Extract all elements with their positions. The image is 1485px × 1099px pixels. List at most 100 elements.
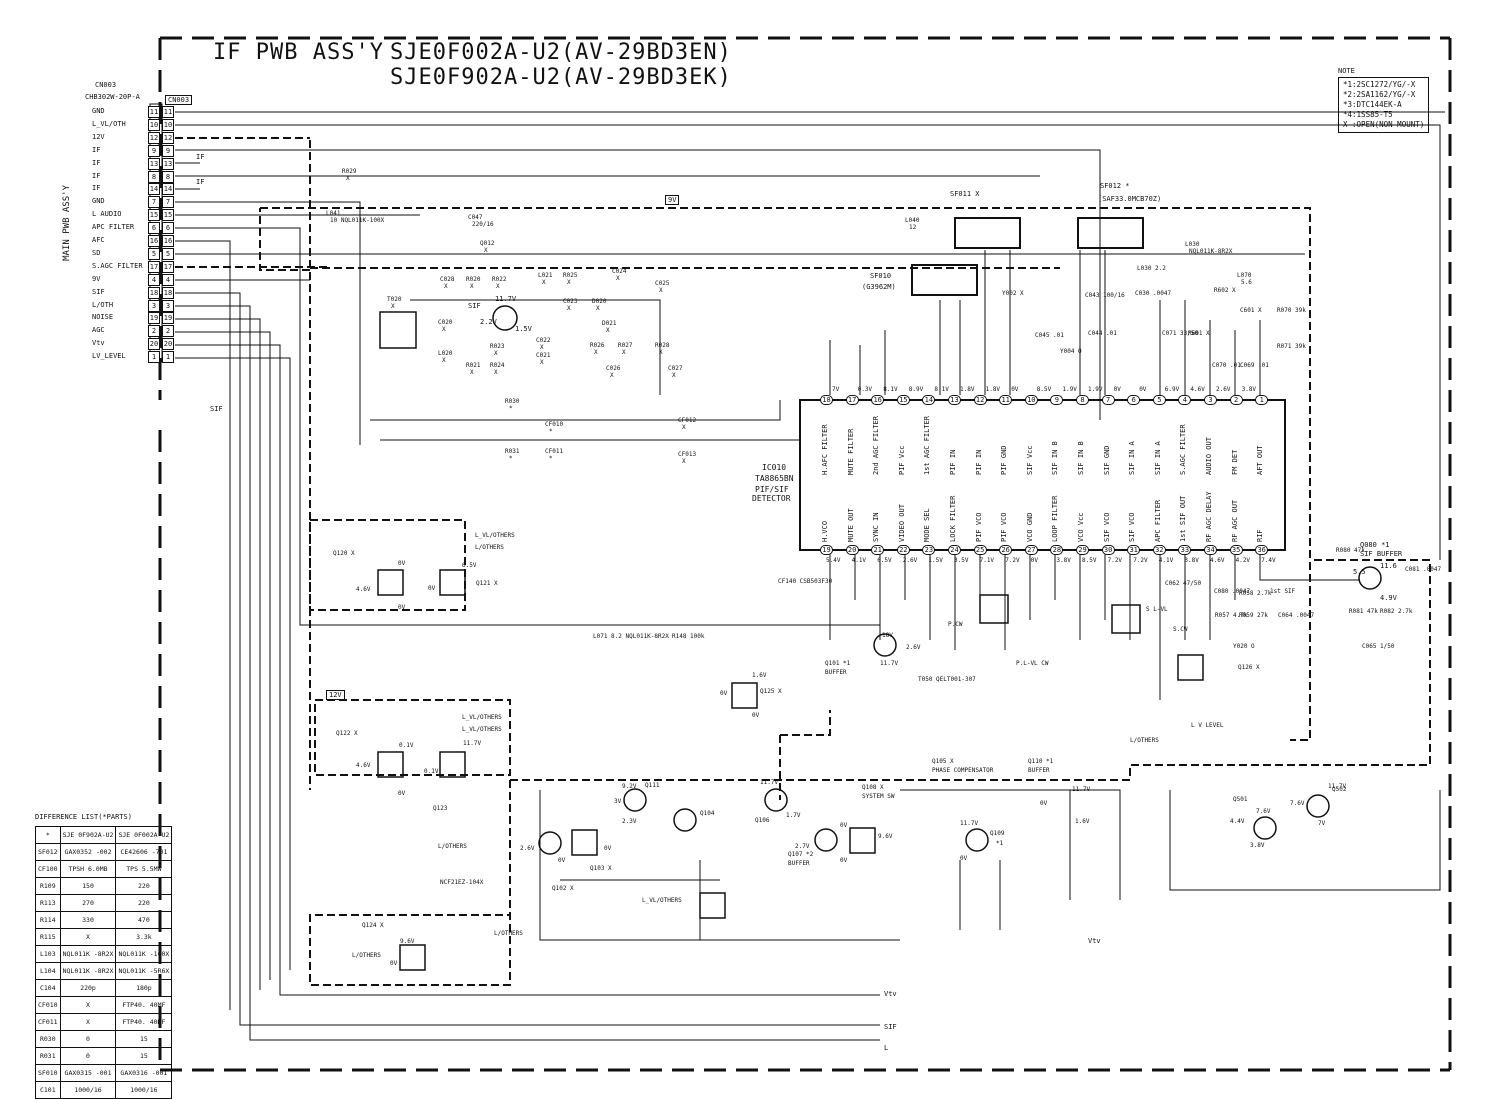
lower-label: Q124 X — [362, 922, 384, 929]
ic-pin-number: 16 — [871, 395, 885, 405]
right-part: C080 .0047 — [1214, 588, 1251, 595]
component-value: X — [484, 247, 488, 254]
connector-pin-local: 3 — [162, 299, 174, 312]
ic-pin-name: S.AGC FILTER — [1179, 424, 1188, 475]
ic-pin-voltage: 1.8V — [960, 386, 975, 393]
component-ref: L020 — [438, 350, 453, 357]
ic-pin-voltage: 3.8V — [1184, 557, 1199, 564]
ic-pin-voltage: 8.1V — [934, 386, 949, 393]
ic-pin-name: SIF IN A — [1128, 441, 1137, 475]
connector-pin: 19 — [148, 312, 160, 325]
title-line1: SJE0F002A-U2(AV-29BD3EN) — [390, 40, 732, 65]
ic-pin-voltage: 5.4V — [826, 557, 841, 564]
component-value: * — [549, 428, 553, 435]
connector-signal: L AUDIO — [92, 210, 122, 219]
ic-pin-name: AUDIO OUT — [1205, 437, 1213, 475]
component-ref: R026 — [590, 342, 605, 349]
lower-label: S L-VL — [1146, 606, 1168, 613]
diff-cell: NQL011K -8R2X — [59, 962, 117, 980]
ic-pin-voltage: 0V — [1139, 386, 1147, 393]
lower-label: Q102 X — [552, 885, 574, 892]
diff-cell: X — [59, 928, 117, 946]
ic-pin-voltage: 7.2V — [1005, 557, 1020, 564]
right-part: 1st SIF — [1270, 588, 1296, 595]
ic-pin-voltage: 8.9V — [908, 386, 924, 393]
diff-cell: 3.3k — [115, 928, 173, 946]
connector-signal: SIF — [92, 287, 105, 296]
voltage-reading: 3.8V — [1250, 842, 1265, 849]
right-part: C070 .01 — [1212, 362, 1241, 369]
note-item: *1:2SC1272/YG/-X — [1343, 80, 1416, 89]
connector-ref: CN003 — [95, 81, 117, 89]
ic-part: TA8865BN — [755, 474, 794, 483]
component-value: X — [442, 326, 446, 333]
diff-cell: X — [59, 996, 117, 1014]
voltage-reading: 2.3V — [622, 818, 637, 825]
component-ref: T020 — [387, 296, 402, 303]
connector-pin: 13 — [148, 157, 160, 170]
ic-pin-name: 1st AGC FILTER — [923, 415, 932, 475]
ic-desc2: DETECTOR — [752, 494, 791, 503]
lower-label: Q122 X — [336, 730, 358, 737]
lower-label: Q111 — [645, 782, 660, 789]
ic-pin-voltage: 3.8V — [1056, 557, 1071, 564]
ic-pin-name: SIF IN A — [1153, 441, 1162, 475]
ic-pin-voltage: 8.5V — [1036, 386, 1052, 393]
title-prefix: IF PWB ASS'Y — [213, 40, 384, 65]
ic-pin-name: PIF GND — [1000, 445, 1009, 475]
voltage-reading: 4.6V — [356, 586, 371, 593]
component-ref: Q012 — [480, 240, 495, 247]
ic-pin-number: 2 — [1229, 395, 1243, 405]
diff-cell: GAX0352 -002 — [59, 843, 117, 861]
ic-pin-name: SIF VCO — [1102, 512, 1111, 542]
component-value: * — [509, 405, 513, 412]
note-item: X :OPEN(NON MOUNT) — [1343, 120, 1425, 129]
connector-pin-local: 6 — [162, 222, 174, 235]
component-value: X — [542, 279, 546, 286]
diff-cell: 0 — [59, 1047, 117, 1065]
ic-pin-number: 8 — [1076, 395, 1089, 405]
ic-pin-number: 3 — [1204, 395, 1217, 405]
ic-pin-name: PIF VCO — [974, 512, 983, 542]
right-part: R057 4.7k — [1215, 612, 1248, 619]
component-value: X — [470, 283, 474, 290]
note-item: *3:DTC144EK-A — [1343, 100, 1402, 109]
connector-signal: GND — [92, 107, 105, 115]
connector-pin: 12 — [148, 131, 160, 144]
connector-signal: IF — [92, 145, 101, 154]
right-part: R070 39k — [1277, 307, 1306, 314]
connector-pin: 1 — [148, 351, 160, 364]
signal-label: L_VL/OTHERS — [462, 714, 502, 721]
signal-label: L_VL/OTHERS — [462, 726, 502, 733]
ic-pin-name: AFT OUT — [1256, 445, 1265, 475]
component-ref: R028 — [655, 342, 670, 349]
ic-pin-voltage: 3.8V — [1241, 386, 1257, 393]
ic-pin-name: PIF Vcc — [897, 445, 906, 475]
connector-pin: 18 — [148, 286, 160, 299]
voltage-reading: 1.6V — [1075, 818, 1090, 825]
connector-pin-local: 20 — [162, 338, 174, 351]
ic-pin-name: 1st SIF OUT — [1179, 495, 1188, 542]
ic-pin-voltage: 0.3V — [857, 386, 873, 393]
component-value: X — [442, 357, 446, 364]
connector-signal: SD — [92, 248, 101, 257]
lower-label: Q110 *1 — [1028, 758, 1054, 765]
ic-pin-number: 7 — [1101, 395, 1115, 405]
voltage-reading: 0V — [398, 604, 406, 611]
lower-label: BUFFER — [825, 669, 847, 676]
component-ref: R029 — [342, 168, 357, 175]
component-ref: CF012 — [678, 417, 697, 424]
component-ref: R025 — [563, 272, 578, 279]
ic-pin-voltage: 7V — [832, 386, 840, 393]
lower-label: Q123 — [433, 805, 448, 812]
connector-local: CN003 — [165, 95, 193, 105]
lower-label: Q101 *1 — [825, 660, 851, 667]
diff-cell: CE42606 -701 — [115, 843, 173, 861]
right-part: C043 100/16 — [1085, 292, 1125, 299]
diff-cell: GAX0315 -001 — [59, 1064, 117, 1082]
lower-label: BUFFER — [1028, 767, 1050, 774]
